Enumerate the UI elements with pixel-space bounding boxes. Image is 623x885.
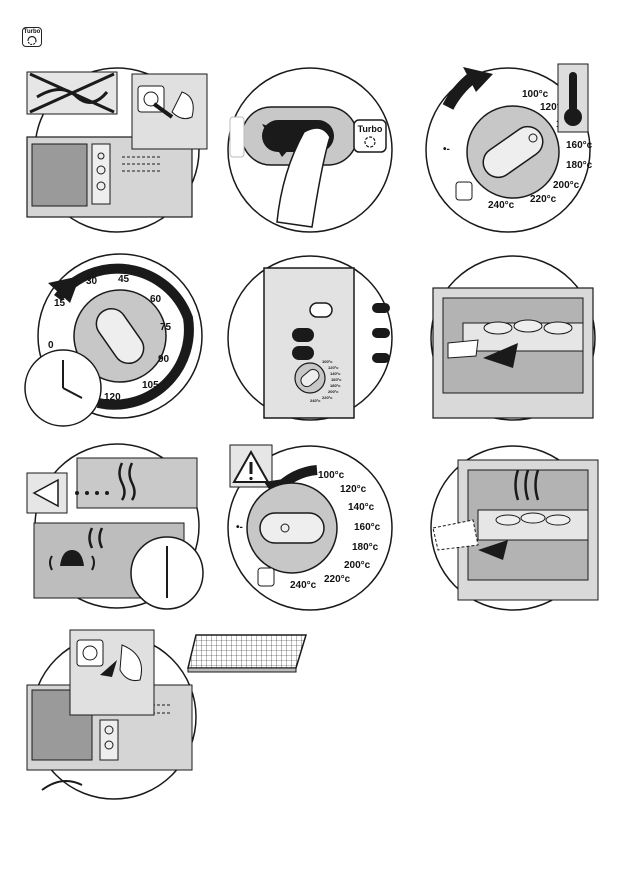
oven-mode-icon [258,568,274,586]
step-temperature-dial-panel: 100°c 120°c 140°c 160°c 180°c 200°c 220°… [418,62,620,237]
temp-200-label: 200°c [553,180,580,191]
turbo-icon: Turbo [22,27,42,47]
turbo-icon-label: Turbo [358,124,383,134]
fan-icon [26,36,38,45]
svg-text:140°c: 140°c [330,371,341,376]
turbo-switch [310,303,332,317]
timer-0-label: 0 [48,340,54,351]
svg-text:200°c: 200°c [344,560,371,571]
svg-text:120°c: 120°c [340,484,367,495]
step-monitor-cooking-panel [22,438,217,613]
step-insert-tray-panel [418,248,618,428]
svg-text:180°c: 180°c [330,383,341,388]
svg-text:220°c: 220°c [322,395,333,400]
svg-text:240°c: 240°c [290,580,317,591]
svg-text:200°c: 200°c [328,389,339,394]
timer-105-label: 105 [142,380,159,391]
svg-text:180°c: 180°c [352,542,379,553]
timer-75-label: 75 [160,322,172,333]
svg-text:100°c: 100°c [322,359,333,364]
timer-90-label: 90 [158,354,170,365]
temp-160-label: 160°c [566,140,593,151]
temp-180-label: 180°c [566,160,593,171]
oven-control-column [264,268,354,418]
rotisserie-switch [292,346,314,360]
step-press-turbo-panel: Turbo [222,62,402,237]
hand-icon [448,340,478,358]
svg-text:•-: •- [443,144,450,155]
timer-60-label: 60 [150,294,162,305]
svg-text:100°c: 100°c [318,470,345,481]
svg-text:160°c: 160°c [331,377,342,382]
timer-30-label: 30 [86,276,98,287]
svg-text:220°c: 220°c [324,574,351,585]
step-reset-temperature-panel: 100°c 120°c 140°c 160°c 180°c 200°c 220°… [222,440,402,615]
svg-text:140°c: 140°c [348,502,375,513]
temp-100-label: 100°c [522,89,549,100]
timer-15-label: 15 [54,298,66,309]
step-timer-dial-panel: 0 15 30 45 60 75 90 105 120 [18,248,213,428]
timer-120-label: 120 [104,392,121,403]
step-plug-in-panel [22,62,212,237]
step-unplug-panel [22,625,207,805]
step-remove-tray-panel [418,440,618,615]
temp-220-label: 220°c [530,194,557,205]
svg-text:120°c: 120°c [328,365,339,370]
temp-240-label: 240°c [488,200,515,211]
timer-45-label: 45 [118,274,130,285]
turbo-icon-label: Turbo [24,29,41,35]
svg-text:160°c: 160°c [354,522,381,533]
svg-text:240°c: 240°c [310,398,321,403]
oven-mode-icon [456,182,472,200]
svg-text:•-: •- [236,522,243,533]
step-control-panel-panel: 100°c 120°c 140°c 160°c 180°c 200°c 220°… [222,248,402,428]
wire-rack-accessory [186,630,311,675]
light-switch [292,328,314,342]
